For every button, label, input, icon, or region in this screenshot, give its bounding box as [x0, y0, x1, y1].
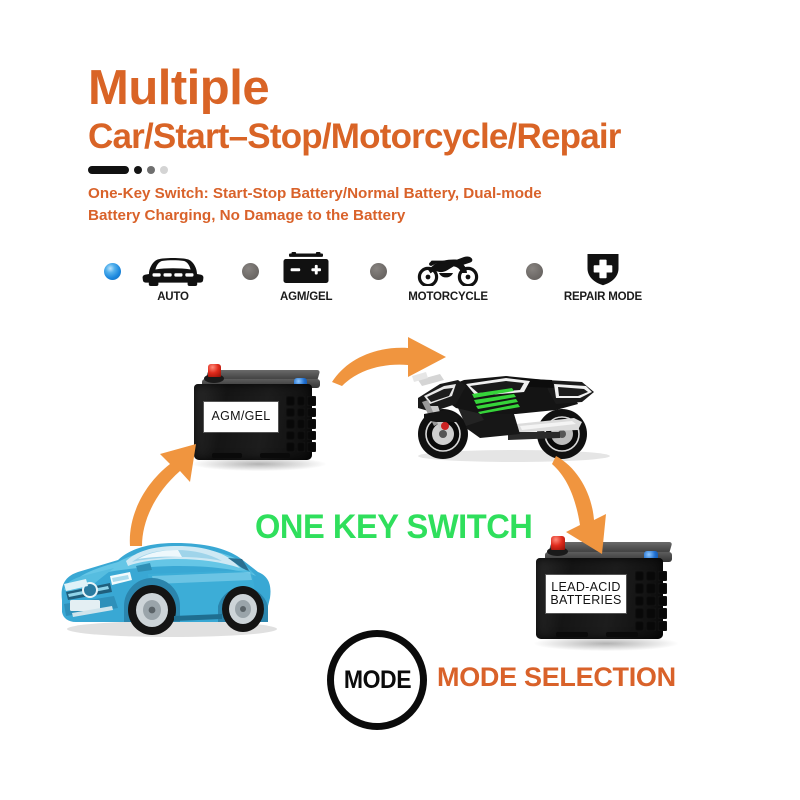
battery-lead-label: LEAD-ACID BATTERIES: [546, 575, 626, 613]
battery-lead-top-edge: [545, 552, 672, 562]
mode-label-repair: REPAIR MODE: [563, 291, 642, 303]
motorcycle-photo: [396, 352, 628, 464]
car-photo: [52, 528, 287, 640]
subtitle-block: One-Key Switch: Start-Stop Battery/Norma…: [88, 183, 688, 227]
battery-agm-pos-base: [204, 374, 224, 383]
mode-item-auto[interactable]: AUTO: [142, 252, 204, 303]
mode-button[interactable]: MODE: [327, 630, 427, 730]
divider-dot-3: [160, 166, 168, 174]
mode-item-repair[interactable]: REPAIR MODE: [564, 252, 642, 303]
arrow-motorcycle-to-lead-battery: [552, 456, 606, 554]
car-front-icon: [142, 252, 204, 286]
battery-agm-gel: AGM/GEL: [188, 358, 328, 471]
battery-agm-foot-left: [212, 453, 242, 458]
battery-lead-foot-left: [556, 632, 588, 637]
subtitle-line-2: Battery Charging, No Damage to the Batte…: [88, 207, 406, 224]
mode-selection-label: MODE SELECTION: [437, 662, 676, 692]
mode-indicator-row: AUTO AGM/GEL: [104, 252, 684, 314]
divider-bar: [88, 166, 129, 174]
subtitle-line-1: One-Key Switch: Start-Stop Battery/Norma…: [88, 185, 542, 202]
battery-agm-top-edge: [202, 379, 320, 388]
one-key-switch-text: ONE KEY SWITCH: [255, 508, 533, 546]
battery-lead-positive-terminal: [551, 536, 565, 550]
battery-icon: [281, 252, 331, 286]
battery-agm-label-text: AGM/GEL: [211, 409, 271, 424]
battery-agm-shadow: [192, 457, 326, 471]
led-indicator-auto: [104, 263, 121, 280]
arrow-car-to-battery: [129, 444, 196, 546]
mode-button-label: MODE: [343, 665, 411, 694]
battery-agm-positive-terminal: [208, 364, 221, 377]
arrow-battery-to-motorcycle: [332, 337, 446, 386]
battery-agm-label: AGM/GEL: [204, 402, 278, 432]
shield-plus-icon: [585, 252, 621, 286]
battery-lead-foot-right: [606, 632, 638, 637]
battery-lead-pos-base: [547, 547, 568, 556]
battery-lead-label-line-2: BATTERIES: [550, 593, 622, 607]
divider-dot-1: [134, 166, 142, 174]
mode-item-agm-gel[interactable]: AGM/GEL: [280, 252, 332, 303]
title-line-1: Multiple: [88, 61, 270, 115]
led-indicator-repair: [525, 263, 543, 280]
divider-dot-2: [147, 166, 155, 174]
battery-lead-side-ribs: [635, 571, 667, 631]
battery-lead-shadow: [534, 636, 678, 651]
battery-agm-side-ribs: [286, 396, 316, 452]
battery-agm-foot-right: [260, 453, 290, 458]
led-indicator-motorcycle: [370, 263, 388, 280]
mode-item-motorcycle[interactable]: MOTORCYCLE: [408, 252, 488, 303]
motorcycle-icon: [417, 252, 479, 286]
mode-label-agm-gel: AGM/GEL: [280, 291, 333, 303]
mode-label-auto: AUTO: [157, 291, 189, 303]
divider-decoration: [88, 166, 168, 174]
battery-lead-label-line-1: LEAD-ACID: [551, 579, 621, 594]
mode-label-motorcycle: MOTORCYCLE: [408, 291, 488, 303]
headline-block: Multiple Car/Start–Stop/Motorcycle/Repai…: [88, 62, 748, 158]
led-indicator-agm: [242, 263, 259, 280]
battery-lead-acid: LEAD-ACID BATTERIES: [530, 530, 680, 651]
title-line-2: Car/Start–Stop/Motorcycle/Repair: [88, 117, 621, 156]
